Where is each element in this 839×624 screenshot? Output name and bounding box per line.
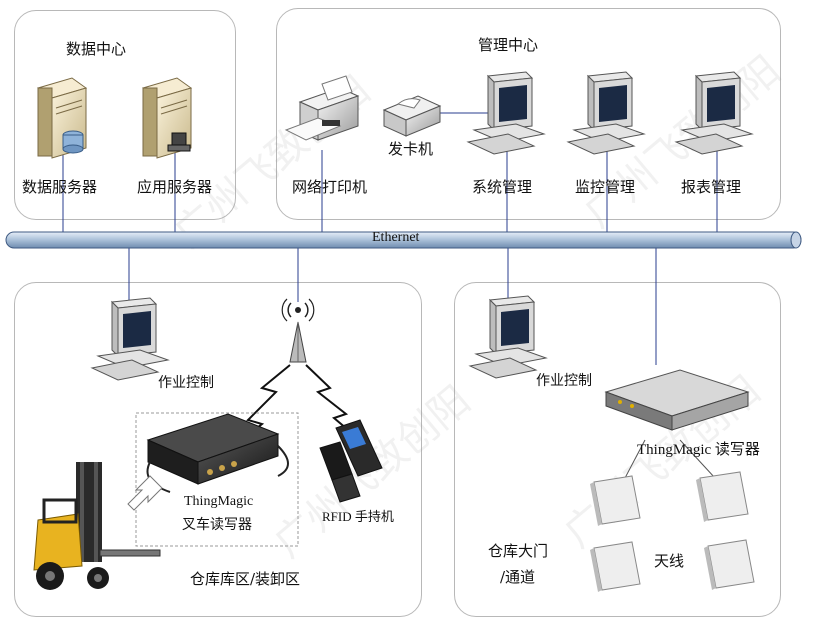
gate-reader-label: ThingMagic 读写器 bbox=[637, 442, 760, 458]
antenna-icon bbox=[696, 471, 749, 522]
forklift-reader-label-2: 叉车读写器 bbox=[182, 517, 252, 533]
gate-zone-title-2: /通道 bbox=[500, 568, 536, 586]
monitor-mgmt-label: 监控管理 bbox=[575, 178, 636, 196]
network-printer-label: 网络打印机 bbox=[292, 178, 368, 196]
gate-zone-title-1: 仓库大门 bbox=[488, 542, 549, 560]
connection-lines bbox=[62, 112, 718, 365]
report-mgmt-computer-icon bbox=[674, 71, 754, 155]
ops-control-computer-icon-left bbox=[90, 297, 170, 381]
card-issuer-label: 发卡机 bbox=[388, 140, 434, 158]
card-issuer-icon bbox=[382, 95, 442, 137]
warehouse-zone-title: 仓库库区/装卸区 bbox=[190, 570, 301, 588]
rfid-handheld-icon bbox=[319, 419, 383, 503]
antenna-icon bbox=[590, 541, 641, 592]
antenna-icon bbox=[704, 539, 755, 590]
direction-arrow-icon bbox=[127, 475, 163, 511]
ethernet-bus bbox=[5, 231, 802, 249]
gate-reader-icon bbox=[604, 369, 750, 431]
antenna-links bbox=[624, 439, 716, 479]
monitor-mgmt-computer-icon bbox=[566, 71, 646, 155]
rfid-handheld-label: RFID 手持机 bbox=[322, 509, 394, 524]
ops-control-left-label: 作业控制 bbox=[158, 375, 214, 391]
data-server-label: 数据服务器 bbox=[22, 178, 98, 196]
app-server-label: 应用服务器 bbox=[137, 178, 213, 196]
antenna-label: 天线 bbox=[654, 552, 685, 570]
management-center-title: 管理中心 bbox=[478, 36, 539, 54]
forklift-reader-label-1: ThingMagic bbox=[184, 494, 254, 509]
data-server-icon bbox=[36, 77, 88, 159]
data-center-title: 数据中心 bbox=[66, 40, 127, 58]
ops-control-right-label: 作业控制 bbox=[536, 373, 592, 389]
forklift-reader-box bbox=[135, 412, 299, 547]
forklift-reader-icon bbox=[146, 413, 289, 493]
ethernet-label: Ethernet bbox=[372, 230, 420, 245]
printer-icon bbox=[284, 75, 360, 141]
system-mgmt-label: 系统管理 bbox=[472, 178, 533, 196]
report-mgmt-label: 报表管理 bbox=[681, 178, 742, 196]
antenna-icon bbox=[590, 475, 641, 526]
forklift-icon bbox=[33, 462, 161, 590]
ops-control-computer-icon-right bbox=[468, 295, 548, 379]
app-server-icon bbox=[141, 77, 193, 159]
system-mgmt-computer-icon bbox=[466, 71, 546, 155]
wireless-ap-icon bbox=[281, 298, 315, 363]
